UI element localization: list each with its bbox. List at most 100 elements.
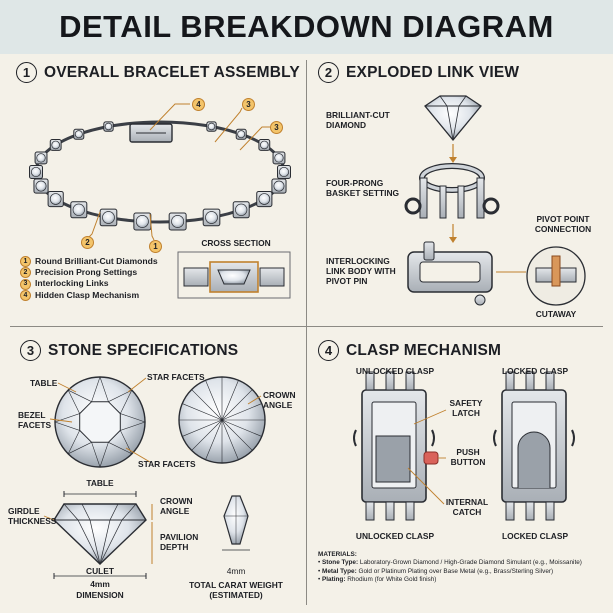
bracelet-link [168, 212, 187, 231]
section-title: STONE SPECIFICATIONS [48, 341, 239, 359]
push-button-label: PUSH BUTTON [450, 447, 486, 467]
legend-text: Precision Prong Settings [35, 267, 138, 278]
unlocked-clasp-caption: UNLOCKED CLASP [355, 531, 435, 541]
section-title: EXPLODED LINK VIEW [346, 63, 520, 81]
bracelet-link [49, 139, 62, 151]
materials-item: • Stone Type: Laboratory-Grown Diamond /… [318, 559, 582, 567]
pivot-cutaway [526, 246, 586, 306]
materials-item: • Metal Type: Gold or Platinum Plating o… [318, 567, 554, 575]
side-table-label: TABLE [86, 478, 114, 488]
section-number: 4 [318, 340, 339, 361]
bracelet-link [202, 208, 221, 227]
materials-note: MATERIALS: • Stone Type: Laboratory-Grow… [318, 551, 608, 585]
bracelet-link [29, 165, 43, 179]
star-facets-label: STAR FACETS [147, 372, 205, 382]
callout-badge: 3 [270, 121, 283, 134]
section-title: CLASP MECHANISM [346, 341, 502, 359]
bracelet-link [99, 208, 118, 227]
unlocked-clasp-title: UNLOCKED CLASP [355, 366, 435, 376]
bracelet-link [47, 190, 64, 208]
clasp-locked [493, 371, 575, 521]
materials-item-text: Laboratory-Grown Diamond / High-Grade Di… [359, 559, 582, 567]
clasp-leaders [407, 409, 447, 505]
legend-text: Round Brilliant-Cut Diamonds [35, 256, 158, 266]
cross-section [177, 251, 291, 299]
small-dimension-value: 4mm [226, 566, 246, 576]
prong-setting [404, 163, 500, 219]
materials-item-label: Stone Type: [322, 559, 359, 567]
dimension-value: 4mm [90, 579, 110, 589]
materials-heading: MATERIALS: [318, 551, 357, 558]
section-number: 1 [16, 62, 37, 83]
locked-clasp-title: LOCKED CLASP [501, 366, 569, 376]
bezel-facets-label: BEZEL FACETS [18, 410, 52, 430]
bracelet-link [272, 151, 286, 165]
bracelet-link [34, 151, 48, 165]
legend-text: Interlocking Links [35, 278, 109, 289]
setting-label: FOUR-PRONG BASKET SETTING [326, 178, 400, 198]
table-label: TABLE [30, 378, 58, 388]
star-facets-bottom-label: STAR FACETS [138, 459, 196, 469]
bracelet-link [70, 201, 88, 219]
section-title: OVERALL BRACELET ASSEMBLY [44, 63, 300, 81]
girdle-label: GIRDLE THICKNESS [8, 506, 57, 526]
stone-profile-view [222, 495, 250, 551]
pivot-label: PIVOT POINT CONNECTION [534, 214, 592, 234]
culet-label: CULET [86, 566, 114, 576]
callout-badge: 3 [242, 98, 255, 111]
link-label: INTERLOCKING LINK BODY WITH PIVOT PIN [326, 256, 396, 286]
bracelet-illustration [29, 120, 291, 231]
bracelet-link [133, 212, 152, 231]
legend-badge: 4 [20, 289, 31, 301]
bracelet-link [73, 128, 85, 140]
callout-badge: 1 [149, 240, 162, 253]
section-4-header: 4 CLASP MECHANISM [318, 340, 501, 361]
bracelet-link [256, 190, 273, 208]
carat-weight-label: TOTAL CARAT WEIGHT (ESTIMATED) [189, 580, 283, 600]
bracelet-link [232, 201, 250, 219]
safety-latch-label: SAFETY LATCH [449, 398, 483, 418]
stone-side-view [53, 491, 153, 579]
bracelet-link [33, 178, 49, 194]
legend-badge: 2 [20, 267, 31, 279]
section-1-header: 1 OVERALL BRACELET ASSEMBLY [16, 62, 300, 83]
exploded-diamond [424, 95, 482, 142]
materials-item-text: Gold or Platinum Plating over Base Metal… [358, 567, 554, 575]
title-bar: DETAIL BREAKDOWN DIAGRAM [0, 0, 613, 54]
side-leaders [43, 515, 55, 521]
page-title: DETAIL BREAKDOWN DIAGRAM [59, 9, 554, 44]
bracelet-link [258, 139, 271, 151]
stone-star-view [178, 376, 266, 464]
section-number: 3 [20, 340, 41, 361]
pavilion-depth-label: PAVILION DEPTH [160, 532, 199, 552]
bracelet-link [235, 128, 247, 140]
materials-item-label: Plating: [322, 576, 346, 584]
callout-badge: 2 [81, 236, 94, 249]
stone-leaders [49, 377, 262, 463]
bracelet-link [103, 121, 114, 132]
bracelet-link [277, 165, 291, 179]
vertical-divider [306, 60, 307, 605]
legend-item: 2 Precision Prong Settings [20, 267, 158, 279]
section-number: 2 [318, 62, 339, 83]
callout-leaders [87, 103, 270, 241]
internal-catch-label: INTERNAL CATCH [445, 497, 489, 517]
legend-badge: 3 [20, 278, 31, 290]
stone-top-view [54, 376, 146, 468]
materials-item: • Plating: Rhodium (for White Gold finis… [318, 576, 437, 584]
bracelet-link [206, 121, 217, 132]
legend-text: Hidden Clasp Mechanism [35, 289, 140, 300]
materials-item-label: Metal Type: [322, 567, 357, 575]
bracelet-link [271, 178, 287, 194]
crown-angle-side-label: CROWN ANGLE [160, 496, 193, 516]
materials-item-text: Rhodium (for White Gold finish) [347, 576, 437, 584]
legend-item: 4 Hidden Clasp Mechanism [20, 290, 158, 301]
section-3-header: 3 STONE SPECIFICATIONS [20, 340, 238, 361]
clasp-unlocked [353, 371, 439, 521]
dimension-label: DIMENSION [76, 590, 124, 600]
legend-item: 3 Interlocking Links [20, 278, 158, 290]
